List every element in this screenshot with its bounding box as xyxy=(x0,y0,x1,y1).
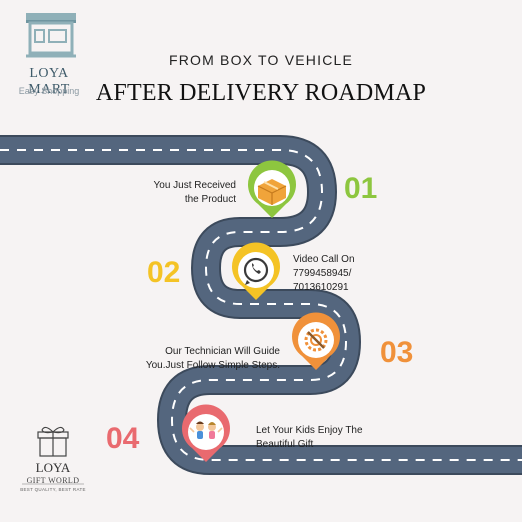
step-4-text: Let Your Kids Enjoy The Beautiful Gift xyxy=(256,424,386,452)
page-title: AFTER DELIVERY ROADMAP xyxy=(95,80,427,106)
step-1-line-2: the Product xyxy=(184,194,236,205)
footer-brand-tagline: BEST QUALITY, BEST RATE xyxy=(20,487,86,492)
footer-brand-name: LOYA xyxy=(35,460,71,475)
happy-kids-icon xyxy=(189,421,223,439)
step-4-line-1: Let Your Kids Enjoy The xyxy=(256,425,363,436)
step-2-line-3: 7013610291 xyxy=(293,282,349,293)
step-3-line-2: You.Just Follow Simple Steps. xyxy=(145,360,280,371)
whatsapp-icon xyxy=(243,257,269,285)
step-2-pin xyxy=(232,242,281,300)
brand-name: LOYA MART xyxy=(28,66,70,97)
step-3-pin xyxy=(292,312,341,370)
step-4-line-2: Beautiful Gift xyxy=(256,439,314,450)
step-2-text: Video Call On 7799458945/ 7013610291 xyxy=(293,253,403,295)
step-2-line-1: Video Call On xyxy=(293,254,355,265)
footer-brand-sub: GIFT WORLD xyxy=(26,476,80,485)
step-2-number: 02 xyxy=(147,256,181,289)
step-3-number: 03 xyxy=(380,336,414,369)
gift-box-icon xyxy=(37,426,69,457)
step-4-pin xyxy=(182,404,231,462)
step-1-line-1: You Just Received xyxy=(153,180,236,191)
step-1-number: 01 xyxy=(344,172,378,205)
store-icon xyxy=(26,13,76,58)
step-1-text: You Just Received the Product xyxy=(130,179,236,207)
package-icon xyxy=(257,179,287,205)
step-3-text: Our Technician Will Guide You.Just Follo… xyxy=(128,345,280,373)
brand-tagline: Easy Shopping xyxy=(18,86,80,96)
page-subtitle: FROM BOX TO VEHICLE xyxy=(168,52,354,68)
technician-gear-icon xyxy=(304,328,328,352)
step-1-pin xyxy=(248,160,296,218)
step-4-number: 04 xyxy=(106,422,140,455)
step-2-line-2: 7799458945/ xyxy=(293,268,352,279)
step-3-line-1: Our Technician Will Guide xyxy=(165,346,280,357)
